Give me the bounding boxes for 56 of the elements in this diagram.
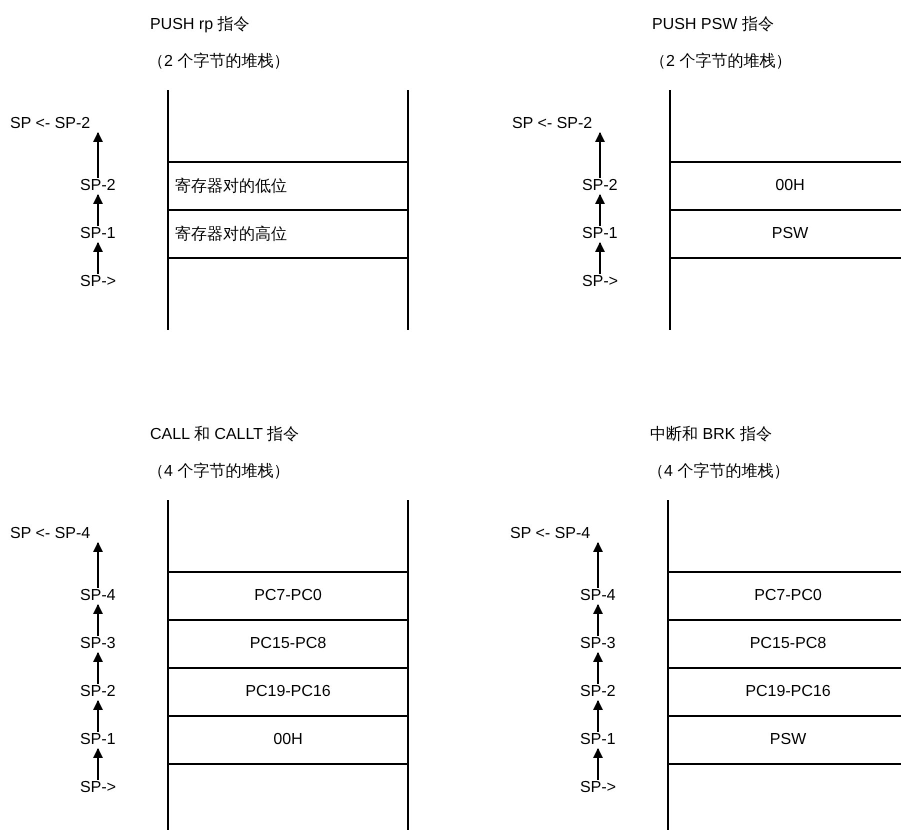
stack-pointer-label: SP <- SP-2 — [10, 114, 90, 134]
stack-pointer-label: SP-2 — [582, 176, 618, 196]
stack-subtitle: （4 个字节的堆栈） — [148, 462, 290, 482]
stack-pointer-label: SP-> — [582, 272, 618, 292]
pointer-arrow — [93, 700, 103, 732]
stack-subtitle: （4 个字节的堆栈） — [648, 462, 790, 482]
stack-cell: PC15-PC8 — [667, 619, 901, 669]
stack-pointer-label: SP-2 — [80, 682, 116, 702]
stack-title: PUSH rp 指令 — [150, 15, 250, 35]
stack-pointer-label: SP <- SP-2 — [512, 114, 592, 134]
stack-cell: 00H — [167, 715, 409, 765]
pointer-arrow — [593, 604, 603, 636]
stack-pointer-label: SP-3 — [80, 634, 116, 654]
stack-cell: PC15-PC8 — [167, 619, 409, 669]
pointer-arrow — [593, 542, 603, 588]
stack-cell: PC7-PC0 — [667, 571, 901, 621]
stack-subtitle: （2 个字节的堆栈） — [148, 52, 290, 72]
pointer-arrow — [93, 604, 103, 636]
pointer-arrow — [593, 748, 603, 780]
stack-pointer-label: SP-2 — [80, 176, 116, 196]
stack-pointer-label: SP-4 — [580, 586, 616, 606]
stack-title: PUSH PSW 指令 — [652, 15, 774, 35]
stack-pointer-label: SP-1 — [580, 730, 616, 750]
stack-pointer-label: SP-1 — [582, 224, 618, 244]
pointer-arrow — [93, 242, 103, 274]
pointer-arrow — [93, 132, 103, 178]
stack-pointer-label: SP-1 — [80, 224, 116, 244]
pointer-arrow — [93, 652, 103, 684]
stack-title: CALL 和 CALLT 指令 — [150, 425, 300, 445]
stack-pointer-label: SP-> — [580, 778, 616, 798]
stack-cell: PSW — [669, 209, 901, 259]
stack-cell: PC19-PC16 — [667, 667, 901, 717]
stack-cell: 寄存器对的低位 — [167, 161, 409, 211]
pointer-arrow — [593, 700, 603, 732]
pointer-arrow — [93, 748, 103, 780]
stack-cell: PSW — [667, 715, 901, 765]
stack-pointer-label: SP-1 — [80, 730, 116, 750]
stack-pointer-label: SP <- SP-4 — [10, 524, 90, 544]
pointer-arrow — [595, 242, 605, 274]
stack-cell: PC7-PC0 — [167, 571, 409, 621]
pointer-arrow — [93, 542, 103, 588]
stack-title: 中断和 BRK 指令 — [650, 425, 772, 445]
pointer-arrow — [595, 132, 605, 178]
stack-subtitle: （2 个字节的堆栈） — [650, 52, 792, 72]
stack-pointer-label: SP-4 — [80, 586, 116, 606]
stack-cell: 寄存器对的高位 — [167, 209, 409, 259]
stack-cell: PC19-PC16 — [167, 667, 409, 717]
stack-pointer-label: SP-2 — [580, 682, 616, 702]
stack-pointer-label: SP-> — [80, 272, 116, 292]
stack-pointer-label: SP-> — [80, 778, 116, 798]
pointer-arrow — [593, 652, 603, 684]
stack-pointer-label: SP <- SP-4 — [510, 524, 590, 544]
pointer-arrow — [595, 194, 605, 226]
stack-cell: 00H — [669, 161, 901, 211]
pointer-arrow — [93, 194, 103, 226]
stack-pointer-label: SP-3 — [580, 634, 616, 654]
